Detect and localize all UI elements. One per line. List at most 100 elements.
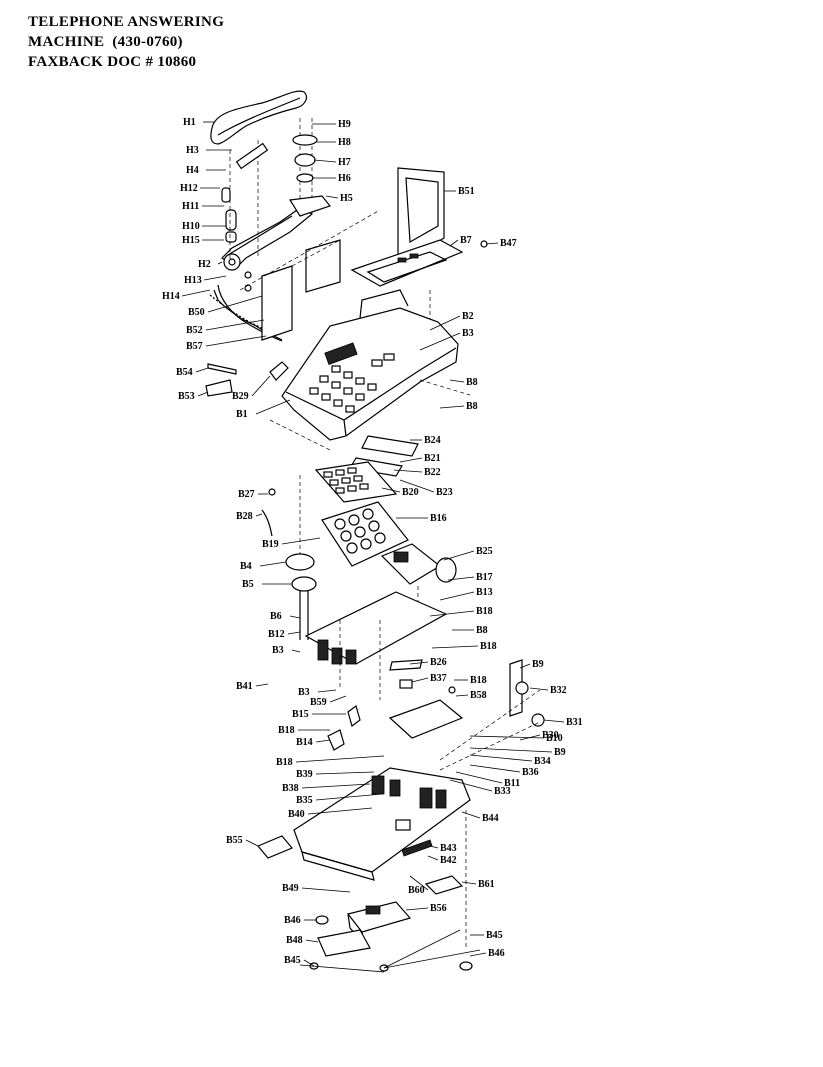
leader-line-b34 (469, 754, 533, 762)
part-label-h1: H1 (183, 117, 196, 128)
part-label-b43: B43 (440, 843, 457, 854)
part-label-h2: H2 (198, 259, 211, 270)
leader-line-b23 (399, 479, 435, 493)
part-label-b30: B30 (542, 730, 559, 741)
part-label-b13: B13 (476, 587, 493, 598)
part-label-b20: B20 (402, 487, 419, 498)
leader-line-b50 (207, 295, 263, 313)
leader-line-b41 (255, 683, 269, 687)
part-label-b45a: B45 (486, 930, 503, 941)
part-label-b6: B6 (270, 611, 282, 622)
header-line-doc: FAXBACK DOC # 10860 (28, 54, 197, 70)
part-label-b4: B4 (240, 561, 252, 572)
part-label-h6: H6 (338, 173, 351, 184)
part-label-b5: B5 (242, 579, 254, 590)
header-line-model: MACHINE (430-0760) (28, 34, 183, 50)
part-label-h7: H7 (338, 157, 351, 168)
part-label-b52: B52 (186, 325, 203, 336)
handset-assembly (209, 90, 332, 342)
part-label-b40: B40 (288, 809, 305, 820)
jack-assembly (439, 659, 545, 771)
document-header: TELEPHONE ANSWERING MACHINE (430-0760) F… (28, 12, 224, 72)
leader-line-b20 (381, 487, 401, 493)
part-label-b17: B17 (476, 572, 493, 583)
circuit-board-b16 (321, 501, 409, 567)
leader-line-b39 (315, 771, 375, 775)
bottom-base (293, 767, 471, 950)
leader-line-b19 (281, 537, 321, 545)
part-label-b22: B22 (424, 467, 441, 478)
leader-line-b6 (289, 615, 301, 619)
part-label-b58: B58 (470, 690, 487, 701)
part-label-b3b: B3 (272, 645, 284, 656)
leader-line-b56 (405, 907, 429, 911)
leader-line-b59 (329, 695, 347, 703)
leader-line-b2 (429, 315, 461, 331)
leader-line-b13 (439, 591, 475, 601)
part-label-b36: B36 (522, 767, 539, 778)
part-label-b8a: B8 (466, 377, 478, 388)
part-labels: H1H3H4H12H11H10H15H2H13H14H9H8H7H6H5B51B… (162, 117, 583, 966)
leader-line-b48 (305, 939, 319, 943)
leader-line-h14 (181, 289, 211, 297)
part-label-b42: B42 (440, 855, 457, 866)
part-label-b11: B11 (504, 778, 520, 789)
leader-line-b38 (301, 783, 371, 789)
battery-clip-b55 (257, 835, 293, 859)
part-label-b49: B49 (282, 883, 299, 894)
bottom-feet (299, 915, 481, 973)
part-label-b47: B47 (500, 238, 517, 249)
part-label-b18d: B18 (278, 725, 295, 736)
part-label-b51: B51 (458, 186, 475, 197)
part-label-b12: B12 (268, 629, 285, 640)
part-label-b23: B23 (436, 487, 453, 498)
part-label-b39: B39 (296, 769, 313, 780)
part-label-b33: B33 (494, 786, 511, 797)
leader-line-b3a (419, 332, 461, 351)
part-label-h10: H10 (182, 221, 200, 232)
part-label-b27: B27 (238, 489, 255, 500)
part-label-h14: H14 (162, 291, 180, 302)
leader-line-b8b (439, 405, 465, 409)
leader-line-b18a (429, 610, 475, 617)
part-label-b25: B25 (476, 546, 493, 557)
part-label-b7: B7 (460, 235, 472, 246)
header-line-title: TELEPHONE ANSWERING (28, 14, 225, 30)
part-label-b57: B57 (186, 341, 203, 352)
part-label-b61: B61 (478, 879, 495, 890)
part-label-b45b: B45 (284, 955, 301, 966)
leader-line-h2 (217, 261, 223, 265)
part-label-b35: B35 (296, 795, 313, 806)
leader-line-b10 (469, 735, 545, 739)
leader-line-b37 (411, 677, 429, 683)
part-label-b55: B55 (226, 835, 243, 846)
leader-line-b9b (469, 747, 553, 753)
part-label-h15: H15 (182, 235, 200, 246)
leader-line-b36 (469, 764, 521, 773)
part-label-b56: B56 (430, 903, 447, 914)
side-parts-b53-b54 (205, 361, 289, 397)
leader-line-b1 (255, 399, 291, 415)
part-label-b60: B60 (408, 885, 425, 896)
keypad-buttons (309, 342, 395, 413)
part-label-h4: H4 (186, 165, 199, 176)
part-label-b14: B14 (296, 737, 313, 748)
leader-line-b4 (259, 561, 287, 567)
part-label-b50: B50 (188, 307, 205, 318)
part-label-h13: H13 (184, 275, 202, 286)
part-label-b41: B41 (236, 681, 253, 692)
leader-line-b14 (315, 739, 331, 743)
leader-line-b21 (399, 457, 423, 463)
part-label-b34: B34 (534, 756, 551, 767)
part-label-h5: H5 (340, 193, 353, 204)
leader-line-b3c (317, 689, 337, 693)
part-label-b10: B10 (546, 733, 563, 744)
switch-parts (327, 704, 361, 751)
leader-line-b18b (431, 645, 479, 649)
part-label-b54: B54 (176, 367, 193, 378)
leader-line-b22 (393, 469, 423, 473)
leader-line-b44 (461, 811, 481, 819)
part-label-b38: B38 (282, 783, 299, 794)
part-label-b26: B26 (430, 657, 447, 668)
leader-line-b45b (303, 959, 315, 967)
